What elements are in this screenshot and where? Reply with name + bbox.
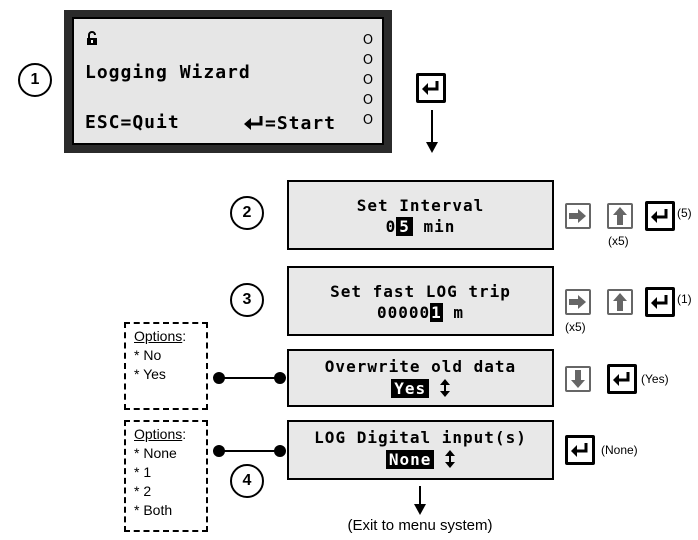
start-text: =Start: [265, 112, 337, 134]
status-indicators: O O O O O: [361, 31, 375, 131]
result-label: (None): [601, 443, 638, 457]
press-count-label: (x5): [608, 234, 629, 248]
selected-value: Yes: [391, 379, 430, 398]
screen-line: Overwrite old data: [324, 357, 517, 376]
step-3-badge: 3: [230, 283, 264, 317]
arrow-up-icon: [613, 207, 627, 225]
screen-line: Set fast LOG trip: [330, 282, 511, 301]
exit-label: (Exit to menu system): [347, 517, 493, 534]
options-title: Options: [134, 426, 183, 442]
enter-key[interactable]: [416, 73, 446, 103]
enter-key[interactable]: [645, 287, 675, 317]
value-unit: min: [412, 217, 456, 236]
up-down-icon: [445, 450, 456, 468]
arrow-up-icon: [613, 293, 627, 311]
value-prefix: 0: [385, 217, 397, 236]
result-label: (5): [677, 206, 692, 220]
digital-options-box: Options: * None * 1 * 2 * Both: [124, 420, 208, 532]
up-down-icon: [439, 379, 450, 397]
indicator: O: [362, 33, 374, 48]
enter-key[interactable]: [607, 364, 637, 394]
esc-quit-label: ESC=Quit: [85, 112, 180, 133]
enter-icon: [613, 372, 630, 386]
overwrite-connector: [213, 372, 286, 384]
option-item: * 2: [134, 483, 152, 499]
step-number: 3: [242, 291, 252, 308]
digital-connector: [213, 445, 286, 457]
selected-value: None: [385, 450, 435, 469]
enter-key[interactable]: [565, 435, 595, 465]
up-arrow-key[interactable]: [607, 203, 633, 229]
start-label: =Start: [243, 112, 337, 134]
value-cursor: 1: [430, 303, 443, 322]
step-number: 4: [242, 472, 252, 489]
screen-line: LOG Digital input(s): [314, 428, 527, 447]
arrow-right-icon: [569, 209, 586, 223]
right-arrow-key[interactable]: [565, 289, 591, 315]
options-title: Options: [134, 328, 183, 344]
indicator: O: [362, 93, 374, 108]
option-item: * Both: [134, 502, 173, 518]
arrow-down-icon: [571, 370, 585, 388]
log-digital-input-screen: LOG Digital input(s) None: [287, 420, 554, 480]
enter-icon: [651, 209, 668, 223]
value-prefix: 00000: [376, 303, 431, 322]
press-count-label: (x5): [565, 320, 586, 334]
step-4-badge: 4: [230, 464, 264, 498]
lcd-main-screen: Logging Wizard ESC=Quit =Start O O O O O: [72, 17, 384, 145]
option-item: * 1: [134, 464, 152, 480]
options-colon: :: [182, 426, 187, 442]
option-item: * Yes: [134, 366, 166, 382]
fast-log-trip-screen: Set fast LOG trip 000001 m: [287, 266, 554, 336]
enter-icon: [651, 295, 668, 309]
digital-value-line: None: [289, 450, 552, 469]
step-2-badge: 2: [230, 196, 264, 230]
overwrite-options-box: Options: * No * Yes: [124, 322, 208, 410]
option-item: * None: [134, 445, 177, 461]
flow-arrow-down-icon: [426, 110, 438, 153]
right-arrow-key[interactable]: [565, 203, 591, 229]
result-label: (1): [677, 292, 692, 306]
indicator: O: [362, 73, 374, 88]
arrow-right-icon: [569, 295, 586, 309]
enter-key[interactable]: [645, 201, 675, 231]
fast-log-value-line: 000001 m: [289, 303, 552, 322]
overwrite-value-line: Yes: [289, 379, 552, 398]
step-number: 2: [242, 204, 252, 221]
overwrite-old-data-screen: Overwrite old data Yes: [287, 349, 554, 407]
result-label: (Yes): [641, 372, 669, 386]
value-cursor: 5: [396, 217, 413, 236]
option-item: * No: [134, 347, 162, 363]
indicator: O: [362, 53, 374, 68]
lock-icon: [87, 31, 97, 45]
enter-icon: [244, 116, 263, 130]
down-arrow-key[interactable]: [565, 366, 591, 392]
enter-icon: [422, 81, 439, 95]
enter-icon: [571, 443, 588, 457]
wizard-title: Logging Wizard: [85, 62, 251, 83]
step-number: 1: [30, 71, 40, 88]
step-1-badge: 1: [18, 63, 52, 97]
options-colon: :: [182, 328, 187, 344]
indicator: O: [362, 113, 374, 128]
screen-line: Set Interval: [356, 196, 485, 215]
up-arrow-key[interactable]: [607, 289, 633, 315]
exit-arrow-down-icon: [414, 486, 426, 515]
value-unit: m: [442, 303, 465, 322]
